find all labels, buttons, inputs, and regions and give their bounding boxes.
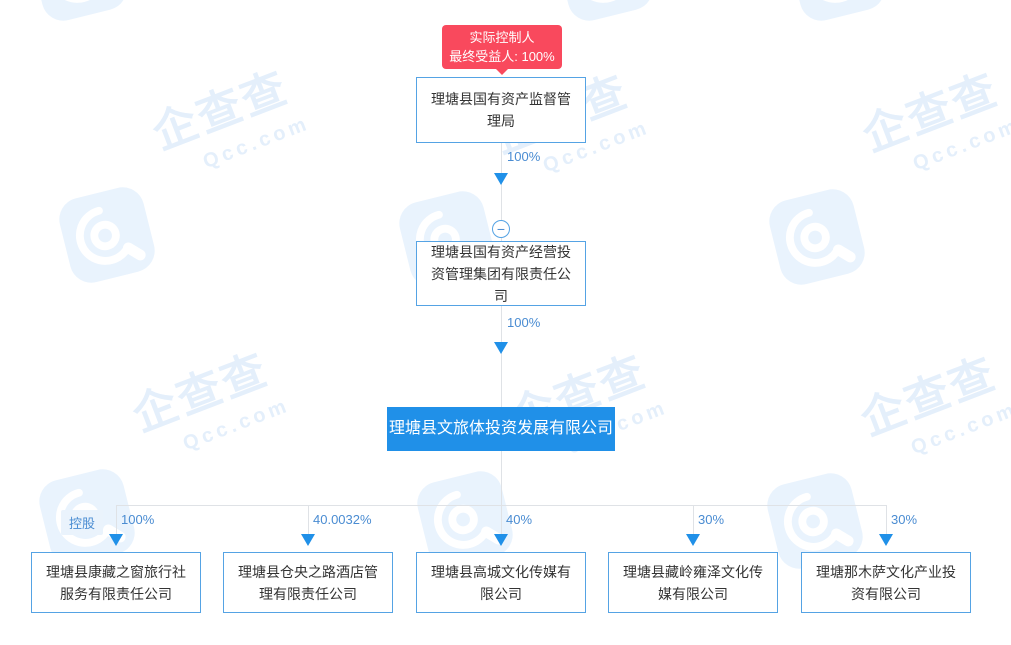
badge-pointer-icon [495,68,509,75]
actual-controller-badge: 实际控制人 最终受益人: 100% [442,25,562,69]
collapse-toggle[interactable]: − [492,220,510,238]
connector-line [886,505,887,536]
node-subsidiary-5[interactable]: 理塘那木萨文化产业投资有限公司 [801,552,971,613]
ownership-percent-label: 30% [698,512,725,527]
node-intermediate-company[interactable]: 理塘县国有资产经营投资管理集团有限责任公司 [416,241,586,306]
company-name: 理塘县文旅体投资发展有限公司 [389,420,614,437]
arrow-down-icon [494,342,508,354]
ownership-percent-label: 40% [506,512,533,527]
ownership-percent-label: 100% [507,315,541,330]
badge-line-2: 最终受益人: 100% [449,49,555,64]
ownership-percent-label: 40.0032% [313,512,372,527]
ownership-percent-label: 100% [507,149,541,164]
connector-line [501,505,502,536]
arrow-down-icon [301,534,315,546]
node-subsidiary-3[interactable]: 理塘县高城文化传媒有限公司 [416,552,586,613]
node-root-shareholder[interactable]: 理塘县国有资产监督管理局 [416,77,586,143]
company-name: 理塘县藏岭雍泽文化传媒有限公司 [623,563,763,602]
company-name: 理塘县国有资产经营投资管理集团有限责任公司 [431,243,571,304]
minus-icon: − [496,221,506,237]
connector-line [501,451,502,505]
company-name: 理塘县国有资产监督管理局 [431,91,571,129]
ownership-percent-label: 100% [121,512,155,527]
ownership-percent-label: 30% [891,512,918,527]
connector-line [308,505,309,536]
company-name: 理塘那木萨文化产业投资有限公司 [816,563,956,602]
company-name: 理塘县仓央之路酒店管理有限责任公司 [238,563,378,602]
badge-line-1: 实际控制人 [469,30,535,45]
node-focus-company[interactable]: 理塘县文旅体投资发展有限公司 [387,407,615,451]
company-name: 理塘县高城文化传媒有限公司 [431,563,571,602]
arrow-down-icon [686,534,700,546]
arrow-down-icon [109,534,123,546]
arrow-down-icon [494,534,508,546]
node-subsidiary-4[interactable]: 理塘县藏岭雍泽文化传媒有限公司 [608,552,778,613]
connector-line [693,505,694,536]
company-name: 理塘县康藏之窗旅行社服务有限责任公司 [46,563,186,602]
node-subsidiary-1[interactable]: 理塘县康藏之窗旅行社服务有限责任公司 [31,552,201,613]
holding-tag: 控股 [61,510,104,535]
connector-line [501,143,502,241]
arrow-down-icon [494,173,508,185]
node-subsidiary-2[interactable]: 理塘县仓央之路酒店管理有限责任公司 [223,552,393,613]
arrow-down-icon [879,534,893,546]
connector-line [501,306,502,407]
connector-line [116,505,117,536]
